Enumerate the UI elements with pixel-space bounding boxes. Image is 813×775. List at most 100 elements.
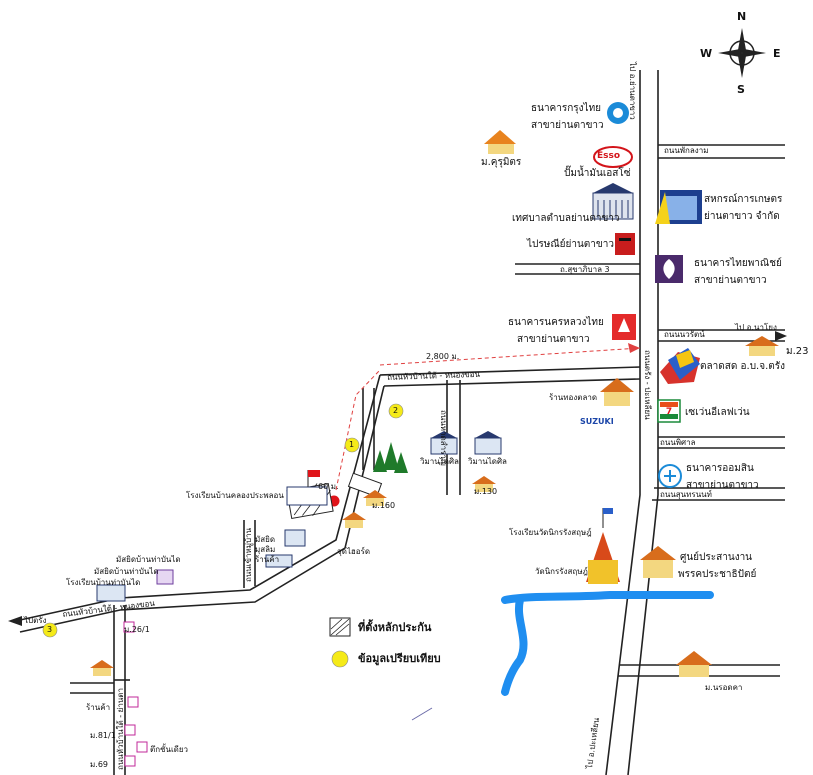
road-label-to-nayong: ไป อ.นาโยง (735, 323, 777, 332)
villa-icon (430, 431, 458, 455)
mosque-icon (265, 529, 306, 568)
place-m130: ม.130 (474, 487, 498, 496)
building-boxes (123, 621, 148, 767)
coop-building-icon (655, 190, 702, 224)
house-icon (342, 512, 366, 528)
place-krungthai-branch: สาขาย่านตาขาว (531, 120, 604, 131)
distance-60: 60 ม. (318, 482, 339, 491)
place-post-office: ไปรษณีย์ย่านตาขาว (527, 239, 614, 250)
road-label-sukhapibal3: ถ.สุขาภิบาล 3 (560, 265, 610, 274)
legend-circle-label: ข้อมูลเปรียบเทียบ (358, 652, 441, 665)
place-gold-shop: ร้านทองตลาด (549, 393, 598, 402)
marker-1-label: 1 (349, 440, 355, 449)
place-krungthai-name: ธนาคารกรุงไทย (531, 103, 602, 114)
place-coop-name: สหกรณ์การเกษตร (704, 194, 783, 205)
krungthai-logo-icon (607, 102, 629, 124)
place-m69: ม.69 (90, 760, 108, 769)
compass-s-label: S (737, 83, 745, 96)
road-label-to-yantakhao: ไป อ.ย่านตาขาว (628, 62, 637, 120)
arrow-to-nayong (775, 331, 787, 341)
compass-n-label: N (737, 10, 747, 23)
route-line (335, 347, 641, 491)
esso-logo-icon (593, 146, 633, 168)
tree-icons (373, 442, 408, 473)
esso-logo-text: Esso (597, 151, 621, 161)
place-mosque-left: มัสยิดบ้านท่าบันได (94, 567, 159, 576)
mosque-icon (156, 569, 174, 585)
place-market: ตลาดสด อ.บ.จ.ตรัง (700, 361, 786, 372)
road-label-nawarat: ถนนนวรัตน์ (664, 330, 705, 339)
house-icon (472, 476, 496, 492)
house-icon (90, 660, 114, 676)
place-school-left: โรงเรียนบ้านท่าบันได (66, 578, 141, 587)
road-label-lower-left: ถนนหัวบ้านใต้ - ย่านตา (116, 688, 125, 770)
place-municipality: เทศบาลตำบลย่านตาขาว (512, 213, 620, 224)
route-arrow (628, 343, 640, 353)
road-label-to-trang: ไปตรัง (24, 616, 47, 625)
compass-rose-icon (718, 28, 766, 78)
house-icon (745, 336, 779, 356)
place-rowhouse: ตึกชั้นเดียว (150, 745, 189, 754)
party-center-icon (640, 546, 676, 578)
stray-mark (411, 707, 433, 721)
place-party-center: ศูนย์ประสานงาน (680, 552, 753, 563)
house-icon (484, 130, 516, 154)
place-villa-2: วิมานไดศิล (468, 457, 507, 466)
marker-3-label: 3 (47, 625, 53, 634)
temple-icon (586, 508, 620, 584)
place-mosque-left-top: มัสยิดบ้านท่าบันได (116, 555, 181, 564)
place-m81: ม.81/1 (90, 731, 116, 740)
place-school-main: โรงเรียนบ้านคลองประพลอน (186, 491, 284, 500)
comparison-markers (42, 403, 404, 638)
place-m26: ม.26/1 (124, 625, 150, 634)
compass-w-label: W (700, 47, 713, 60)
place-seven-eleven: เซเว่นอีเลฟเว่น (685, 407, 750, 418)
place-m160: ม.160 (372, 501, 396, 510)
place-scb-branch: สาขาย่านตาขาว (694, 275, 767, 286)
place-wat: วัดนิกรรังสฤษฎ์ (535, 567, 588, 576)
distance-2800: 2,800 ม. (426, 352, 460, 361)
river (501, 591, 714, 696)
place-bkk-bank-branch: สาขาย่านตาขาว (517, 334, 590, 345)
place-villa-1: วิมานไดศิล (420, 457, 459, 466)
road-label-sunrattanakul: ถนนสุนทรนนท์ (660, 490, 712, 499)
place-gsb-name: ธนาคารออมสิน (686, 463, 754, 474)
municipality-building-icon (592, 183, 634, 220)
place-scb-name: ธนาคารไทยพาณิชย์ (694, 258, 782, 269)
place-esso-pump: ปั๊มน้ำมันเอสโซ่ (564, 168, 631, 179)
gold-shop-icon (600, 378, 634, 406)
compass-e-label: E (773, 47, 781, 60)
road-label-trang-palian: ถนนตรัง - ปะเหลียน (643, 350, 652, 420)
scb-logo-icon (655, 255, 683, 283)
seven-eleven-logo-icon: 7 (657, 399, 681, 423)
road-label-side: ถนนเข้าหมู่บ้าน (244, 527, 253, 582)
marker-2-label: 2 (393, 406, 399, 415)
postbox-icon (615, 233, 635, 255)
school-icon (286, 470, 328, 506)
road-label-phisan: ถนนพิศาล (660, 438, 696, 447)
plot-m160 (347, 472, 383, 498)
house-icon (363, 490, 387, 506)
villa-icon (474, 431, 502, 455)
arrow-to-trang (8, 616, 22, 626)
gsb-logo-icon (658, 464, 682, 488)
place-coop-name2: ย่านตาขาว จำกัด (704, 211, 780, 222)
siam-city-bank-logo-icon (612, 314, 636, 340)
legend-hatch-label: ที่ตั้งหลักประกัน (358, 621, 432, 634)
house-icon (676, 651, 712, 677)
suzuki-logo-text: SUZUKI (580, 417, 614, 426)
place-shop-left: ร้านค้า (86, 703, 111, 712)
market-icon (660, 348, 700, 384)
place-party-center-2: พรรคประชาธิปัตย์ (678, 569, 757, 580)
place-mosque-shop: มัสยิดมุสลิม ร้านค้า (255, 535, 280, 564)
place-school-wat: โรงเรียนวัดนิกรรังสฤษฎ์ (509, 528, 592, 537)
place-m-bottom-right: ม.นรอดคา (705, 683, 743, 692)
school-icon (96, 584, 126, 602)
road-label-phuklongam: ถนนพักลงาม (664, 146, 709, 155)
place-gsb-branch: สาขาย่านตาขาว (686, 480, 759, 491)
place-m23: ม.23 (786, 346, 809, 357)
place-bkk-bank-name: ธนาคารนครหลวงไทย (508, 317, 604, 328)
place-checker: จุดไฮอร์ด (337, 547, 371, 556)
svg-text:7: 7 (666, 407, 672, 417)
